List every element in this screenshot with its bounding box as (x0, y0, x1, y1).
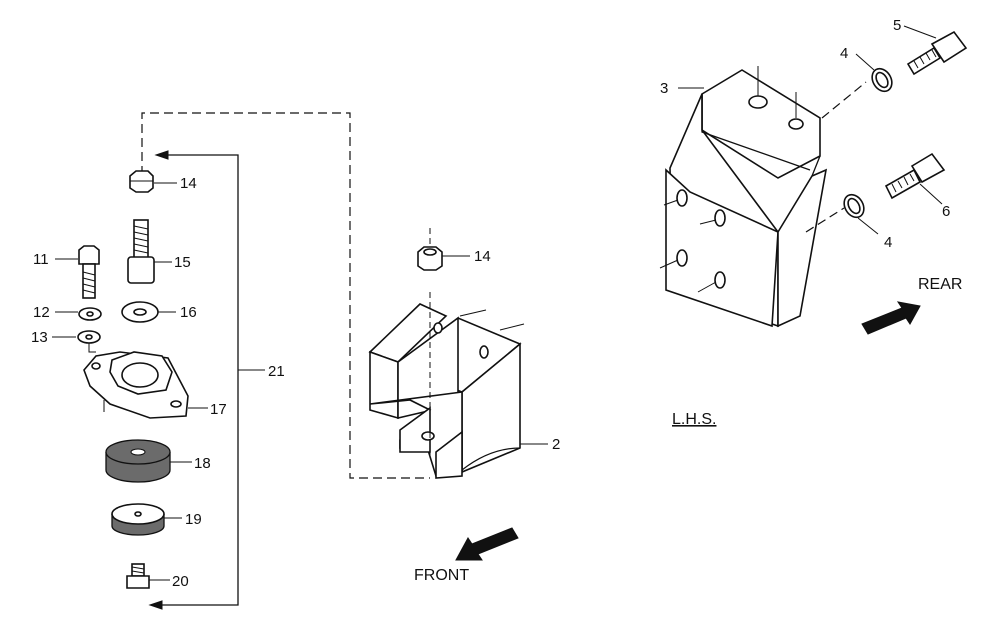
callout-20: 20 (172, 573, 189, 590)
part-13-washer (52, 330, 101, 353)
part-15-stud (127, 219, 172, 284)
part-16-washer (121, 301, 176, 323)
callout-15: 15 (174, 254, 191, 271)
part-3-block (659, 66, 828, 328)
rear-arrow (861, 301, 921, 335)
part-2-bracket (368, 292, 548, 479)
callout-13: 13 (31, 329, 48, 346)
callout-14-lower: 14 (474, 248, 491, 265)
callout-14-upper: 14 (180, 175, 197, 192)
callout-16: 16 (180, 304, 197, 321)
part-5-bolt (903, 25, 968, 76)
rear-label: REAR (918, 276, 962, 293)
front-label: FRONT (414, 567, 469, 584)
part-6-bolt (884, 152, 946, 205)
part-17-mount-housing (83, 351, 208, 419)
part-11-bolt (55, 245, 100, 299)
side-label: L.H.S. (672, 411, 716, 428)
callout-12: 12 (33, 304, 50, 321)
callout-4-lower: 4 (884, 234, 892, 251)
callout-6: 6 (942, 203, 950, 220)
bolt-5-path (821, 81, 867, 119)
part-19-pad (111, 503, 182, 536)
callout-19: 19 (185, 511, 202, 528)
part-4-washer-upper (855, 53, 893, 93)
callout-4-upper: 4 (840, 45, 848, 62)
assembly-dashed-path (141, 112, 430, 479)
callout-21: 21 (268, 363, 285, 380)
callout-5: 5 (893, 17, 901, 34)
callout-2: 2 (552, 436, 560, 453)
callout-18: 18 (194, 455, 211, 472)
part-20-screw (126, 563, 170, 589)
part-14-nut-upper (129, 170, 177, 193)
front-arrow (455, 527, 519, 561)
bolt-6-path (805, 207, 845, 233)
callout-11: 11 (33, 251, 49, 268)
part-12-washer (55, 307, 102, 321)
callout-3: 3 (660, 80, 668, 97)
part-4-washer-lower (843, 193, 879, 235)
callout-17: 17 (210, 401, 227, 418)
part-18-rubber-bush (105, 439, 192, 483)
callout-21-bracket (148, 150, 265, 610)
part-14-nut-lower (417, 228, 470, 271)
